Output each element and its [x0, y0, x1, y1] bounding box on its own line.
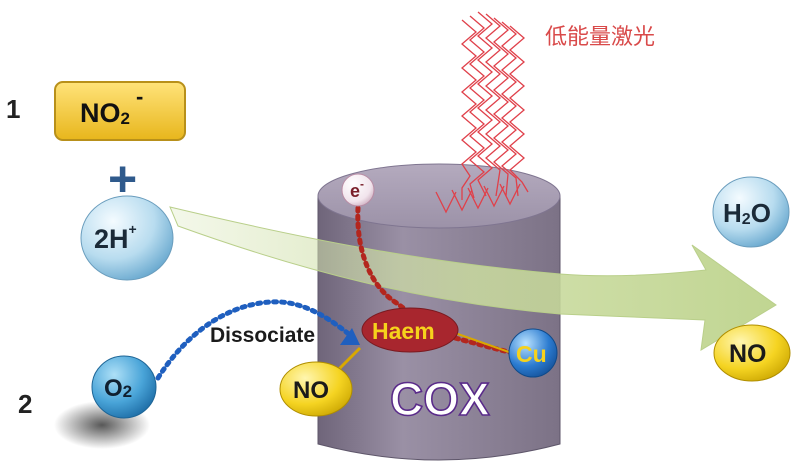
haem-center: Haem	[361, 307, 459, 353]
laser-beams	[461, 11, 529, 200]
electron-ball: e-	[341, 173, 375, 207]
proton-ball: 2H+	[80, 195, 174, 281]
cox-label: COX	[390, 373, 490, 425]
no-bound-ball: NO	[279, 361, 353, 417]
nitrite-formula: NO2-	[80, 84, 143, 128]
dissociate-arrowhead	[340, 328, 360, 345]
proton-label: 2H+	[94, 221, 137, 254]
no-bound-label: NO	[293, 377, 329, 404]
no-released-ball: NO	[713, 324, 791, 382]
water-ball: H2O	[712, 176, 790, 248]
oxygen-ball: O2	[91, 355, 157, 419]
electron-label: e-	[350, 177, 364, 201]
laser-arrowheads	[435, 183, 521, 214]
water-label: H2O	[723, 198, 771, 228]
step-2-number: 2	[18, 389, 32, 419]
dissociate-label: Dissociate	[210, 324, 315, 347]
cu-center: Cu	[508, 328, 558, 378]
no-released-label: NO	[729, 340, 767, 368]
dissociate-path	[155, 299, 353, 381]
nitrite-box: NO2-	[54, 81, 186, 141]
oxygen-label: O2	[104, 375, 132, 402]
step-1-number: 1	[6, 94, 20, 124]
haem-label: Haem	[372, 318, 435, 344]
laser-label: 低能量激光	[545, 24, 655, 49]
cu-label: Cu	[516, 341, 547, 367]
